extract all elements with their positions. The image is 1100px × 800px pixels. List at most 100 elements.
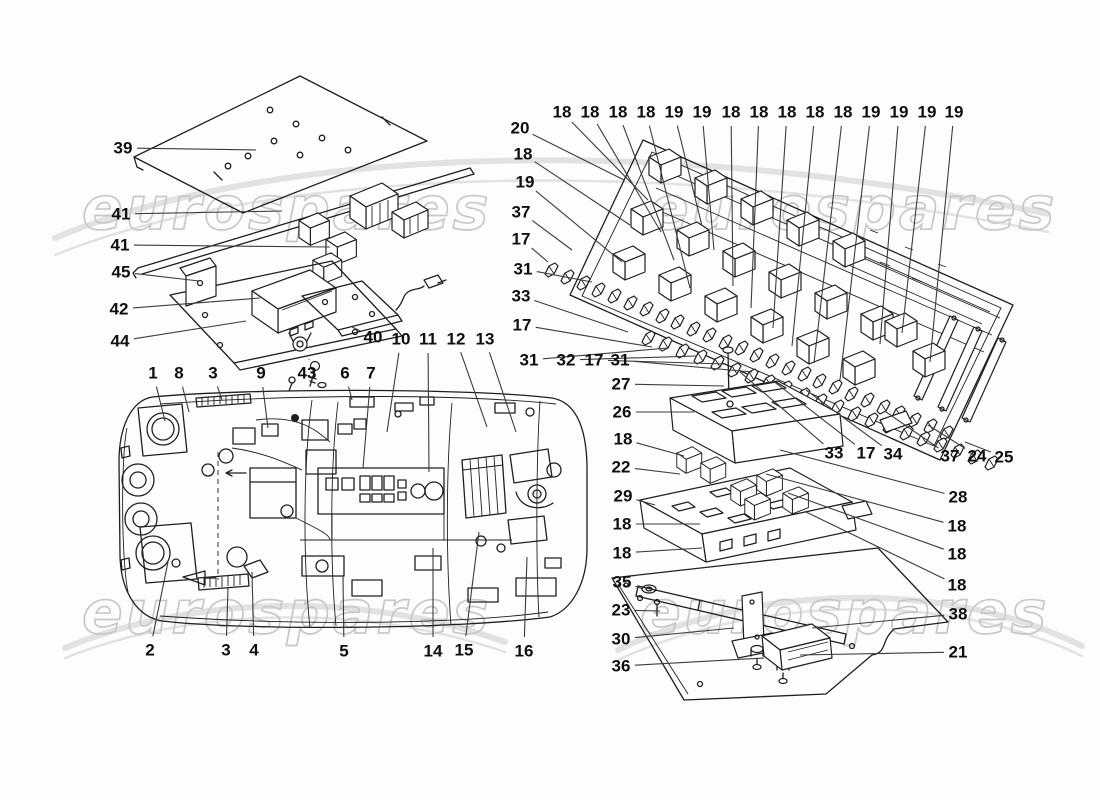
leader-line xyxy=(152,561,169,637)
leader-line xyxy=(739,371,824,445)
part-number-label: 23 xyxy=(612,601,631,620)
leader-line xyxy=(676,125,703,227)
part-number-label: 18 xyxy=(613,544,632,563)
part-number-label: 15 xyxy=(455,641,474,660)
leader-line xyxy=(535,326,653,348)
part-number-label: 18 xyxy=(581,103,600,122)
leader-line xyxy=(532,133,625,181)
leader-line xyxy=(155,386,166,422)
part-number-label: 33 xyxy=(512,287,531,306)
part-number-label: 19 xyxy=(945,103,964,122)
leader-line xyxy=(531,219,573,251)
bracket-45 xyxy=(179,257,217,307)
part-number-label: 19 xyxy=(862,103,881,122)
part-number-label: 43 xyxy=(298,364,317,383)
leader-line xyxy=(534,161,631,226)
leader-line xyxy=(542,347,669,360)
part-number-label: 18 xyxy=(948,517,967,536)
center-components xyxy=(231,396,535,597)
part-number-label: 19 xyxy=(918,103,937,122)
leader-line xyxy=(488,352,517,433)
leader-line xyxy=(636,499,656,506)
leader-line xyxy=(799,651,945,656)
swoosh-bottom-left-echo xyxy=(63,616,507,660)
leader-line xyxy=(805,511,945,580)
part-number-label: 22 xyxy=(612,458,631,477)
part-number-label: 20 xyxy=(511,119,530,138)
part-number-label: 24 xyxy=(968,447,987,466)
cover-panel-assembly-art xyxy=(132,75,475,392)
leader-line xyxy=(772,125,787,329)
part-number-label: 18 xyxy=(609,103,628,122)
leader-line xyxy=(730,125,734,287)
leader-line xyxy=(702,125,715,251)
leader-line xyxy=(460,352,488,428)
part-number-label: 14 xyxy=(424,642,443,661)
part-number-label: 27 xyxy=(612,375,631,394)
relay-cube xyxy=(676,446,703,474)
leader-line xyxy=(262,386,269,429)
leader-lines-layer xyxy=(132,121,992,666)
part-number-label: 10 xyxy=(392,330,411,349)
leader-line xyxy=(771,379,856,445)
part-number-label: 19 xyxy=(516,173,535,192)
part-number-label: 18 xyxy=(834,103,853,122)
leader-line xyxy=(927,424,966,449)
watermark-layer: eurospares eurospares eurospares eurospa… xyxy=(52,157,1085,662)
leader-line xyxy=(607,359,725,365)
part-number-label: 18 xyxy=(553,103,572,122)
part-number-label: 21 xyxy=(949,643,968,662)
leader-line xyxy=(362,386,371,469)
part-number-label: 33 xyxy=(825,444,844,463)
part-number-label: 37 xyxy=(512,203,531,222)
control-box-21 xyxy=(761,623,833,671)
leader-line xyxy=(929,125,954,363)
part-number-label: 18 xyxy=(514,145,533,164)
watermark-text: eurospares xyxy=(82,578,491,648)
part-number-label: 37 xyxy=(941,447,960,466)
part-number-label: 5 xyxy=(339,642,348,661)
part-number-label: 6 xyxy=(340,364,349,383)
leader-line xyxy=(133,320,247,340)
base-tray-44 xyxy=(169,260,403,371)
relay-cube xyxy=(700,456,727,484)
part-number-label: 32 xyxy=(557,351,576,370)
part-number-label: 18 xyxy=(778,103,797,122)
leader-line xyxy=(535,190,623,263)
relay-panel-art xyxy=(544,139,1014,471)
part-number-label: 31 xyxy=(520,351,539,370)
leader-line xyxy=(636,442,685,457)
leader-line xyxy=(635,585,644,590)
swoosh-top xyxy=(52,157,1051,241)
part-number-label: 25 xyxy=(995,448,1014,467)
leader-line xyxy=(779,449,945,494)
leader-line xyxy=(351,326,361,332)
part-number-label: 17 xyxy=(857,444,876,463)
leader-line xyxy=(216,386,223,401)
part-number-label: 17 xyxy=(512,230,531,249)
watermark-text: eurospares xyxy=(82,174,491,244)
leader-line xyxy=(134,210,283,215)
leader-line xyxy=(634,657,765,666)
part-number-label: 12 xyxy=(447,330,466,349)
leader-line xyxy=(132,297,261,309)
ecu-box-42 xyxy=(251,269,337,337)
small-parts-43 xyxy=(288,332,327,392)
part-number-label: 17 xyxy=(513,316,532,335)
part-number-label: 26 xyxy=(613,403,632,422)
headlight-pods xyxy=(121,403,198,584)
part-number-label: 18 xyxy=(806,103,825,122)
swoosh-bottom-right xyxy=(615,594,1085,653)
relay-cube xyxy=(912,342,946,378)
part-number-label: 18 xyxy=(750,103,769,122)
part-number-label: 16 xyxy=(515,642,534,661)
part-number-label: 18 xyxy=(948,545,967,564)
leader-line xyxy=(386,352,400,433)
part-number-label: 38 xyxy=(949,605,968,624)
leader-line xyxy=(634,609,661,612)
part-number-label: 9 xyxy=(256,364,265,383)
leader-line xyxy=(571,121,649,201)
leader-line xyxy=(133,244,331,248)
